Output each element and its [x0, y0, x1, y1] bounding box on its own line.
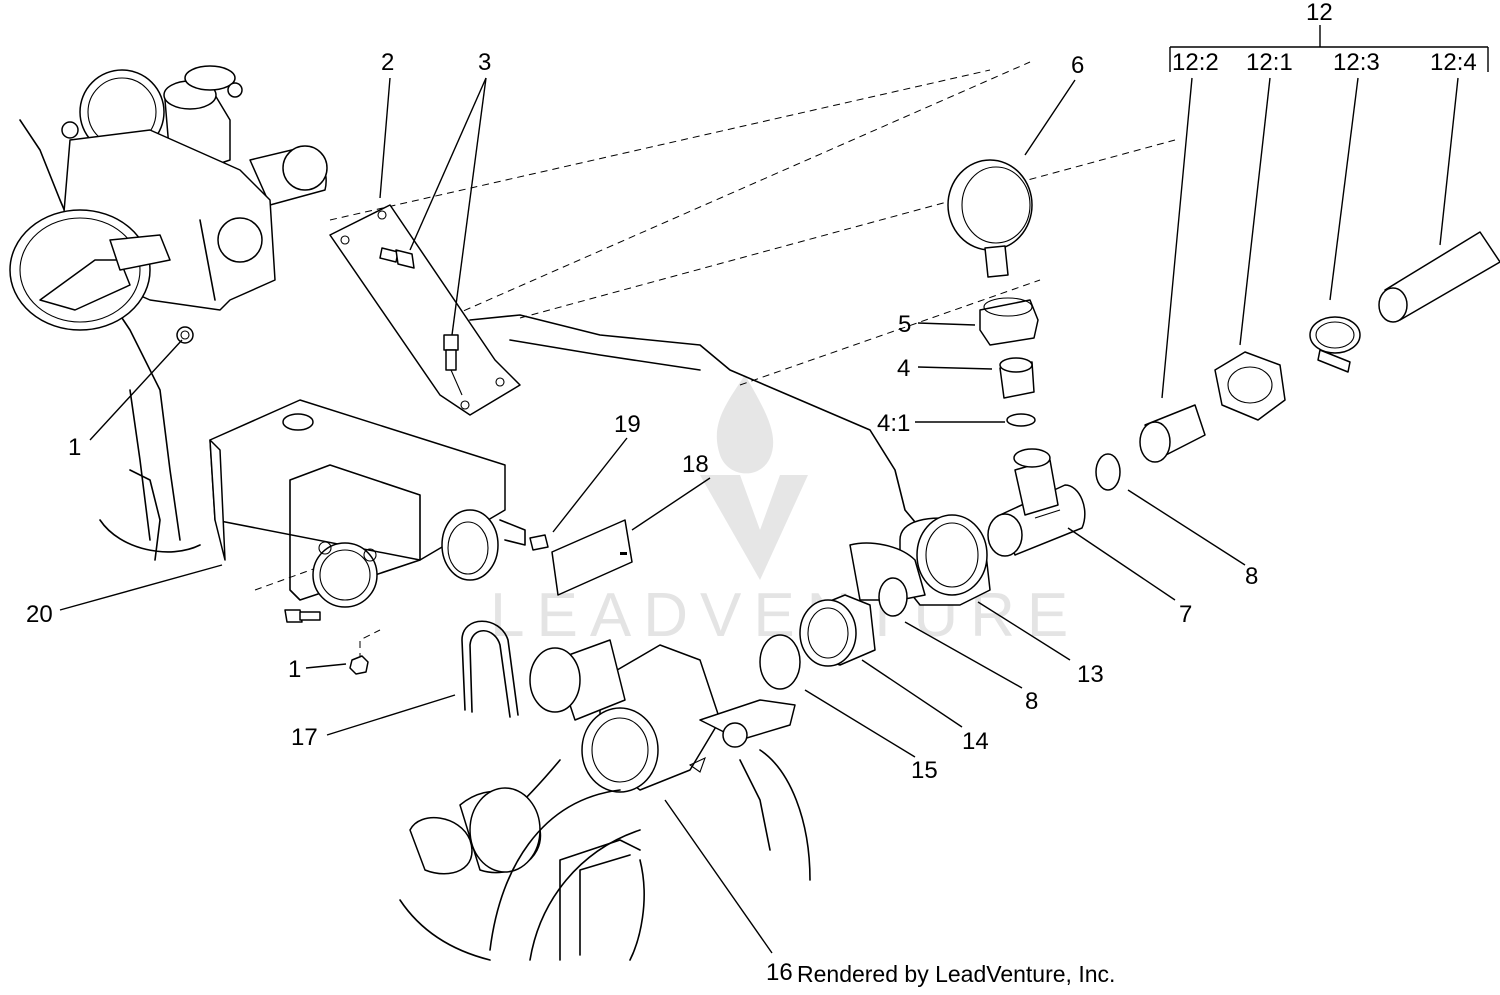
callout-14: 14 — [962, 728, 989, 755]
fitting-12-2 — [1139, 404, 1206, 463]
watermark-flame-icon — [716, 375, 774, 474]
callout-12-2: 12:2 — [1172, 49, 1219, 76]
bolts-3 — [379, 247, 463, 396]
decal-18 — [551, 519, 633, 596]
callout-12: 12 — [1306, 0, 1333, 26]
callout-17: 17 — [291, 724, 318, 751]
watermark-v-icon — [700, 475, 808, 580]
bracket-2 — [329, 204, 521, 416]
fitting-4 — [999, 357, 1035, 399]
gauge-6 — [947, 159, 1033, 278]
callout-7: 7 — [1179, 601, 1192, 628]
callout-12-3: 12:3 — [1333, 49, 1380, 76]
tee-7 — [987, 448, 1086, 557]
u-bolt-17 — [461, 620, 519, 718]
callout-8-right: 8 — [1245, 563, 1258, 590]
callout-15: 15 — [911, 757, 938, 784]
nut-5 — [979, 297, 1039, 346]
callout-5: 5 — [898, 311, 911, 338]
callout-3: 3 — [478, 49, 491, 76]
callout-6: 6 — [1071, 52, 1084, 79]
bolt-and-nut — [284, 609, 369, 675]
nut-12-1 — [1214, 351, 1286, 421]
callout-8-center: 8 — [1025, 688, 1038, 715]
callout-2: 2 — [381, 49, 394, 76]
callout-12-4: 12:4 — [1430, 49, 1477, 76]
o-rings — [759, 453, 1121, 690]
nipple-14 — [799, 594, 876, 667]
watermark: LEADVENTURE — [490, 375, 1068, 650]
callout-4-1: 4:1 — [877, 410, 910, 437]
fitting-13 — [849, 514, 991, 606]
credit-text: Rendered by LeadVenture, Inc. — [797, 961, 1115, 987]
callout-18: 18 — [682, 451, 709, 478]
hose-12-4 — [1378, 231, 1500, 323]
callout-12-1: 12:1 — [1246, 49, 1293, 76]
valve-16 — [529, 639, 796, 793]
pump-assembly — [9, 65, 328, 344]
mounting-box-20 — [209, 399, 526, 608]
callout-19: 19 — [614, 411, 641, 438]
washer-4-1 — [1006, 413, 1036, 427]
callout-1-upper: 1 — [68, 434, 81, 461]
leader-lines — [59, 25, 1489, 954]
callout-16: 16 — [766, 959, 793, 986]
clamp-12-3 — [1309, 316, 1361, 373]
callout-13: 13 — [1077, 661, 1104, 688]
callout-20: 20 — [26, 601, 53, 628]
lower-hose-assembly — [399, 749, 811, 961]
callout-1-lower: 1 — [288, 656, 301, 683]
frame-dashed-lines — [254, 61, 1176, 660]
callout-4: 4 — [897, 355, 910, 382]
callout-labels: 2 3 6 5 4 4:1 1 19 18 20 1 17 8 7 13 8 1… — [26, 0, 1477, 986]
screw-19 — [529, 534, 549, 551]
